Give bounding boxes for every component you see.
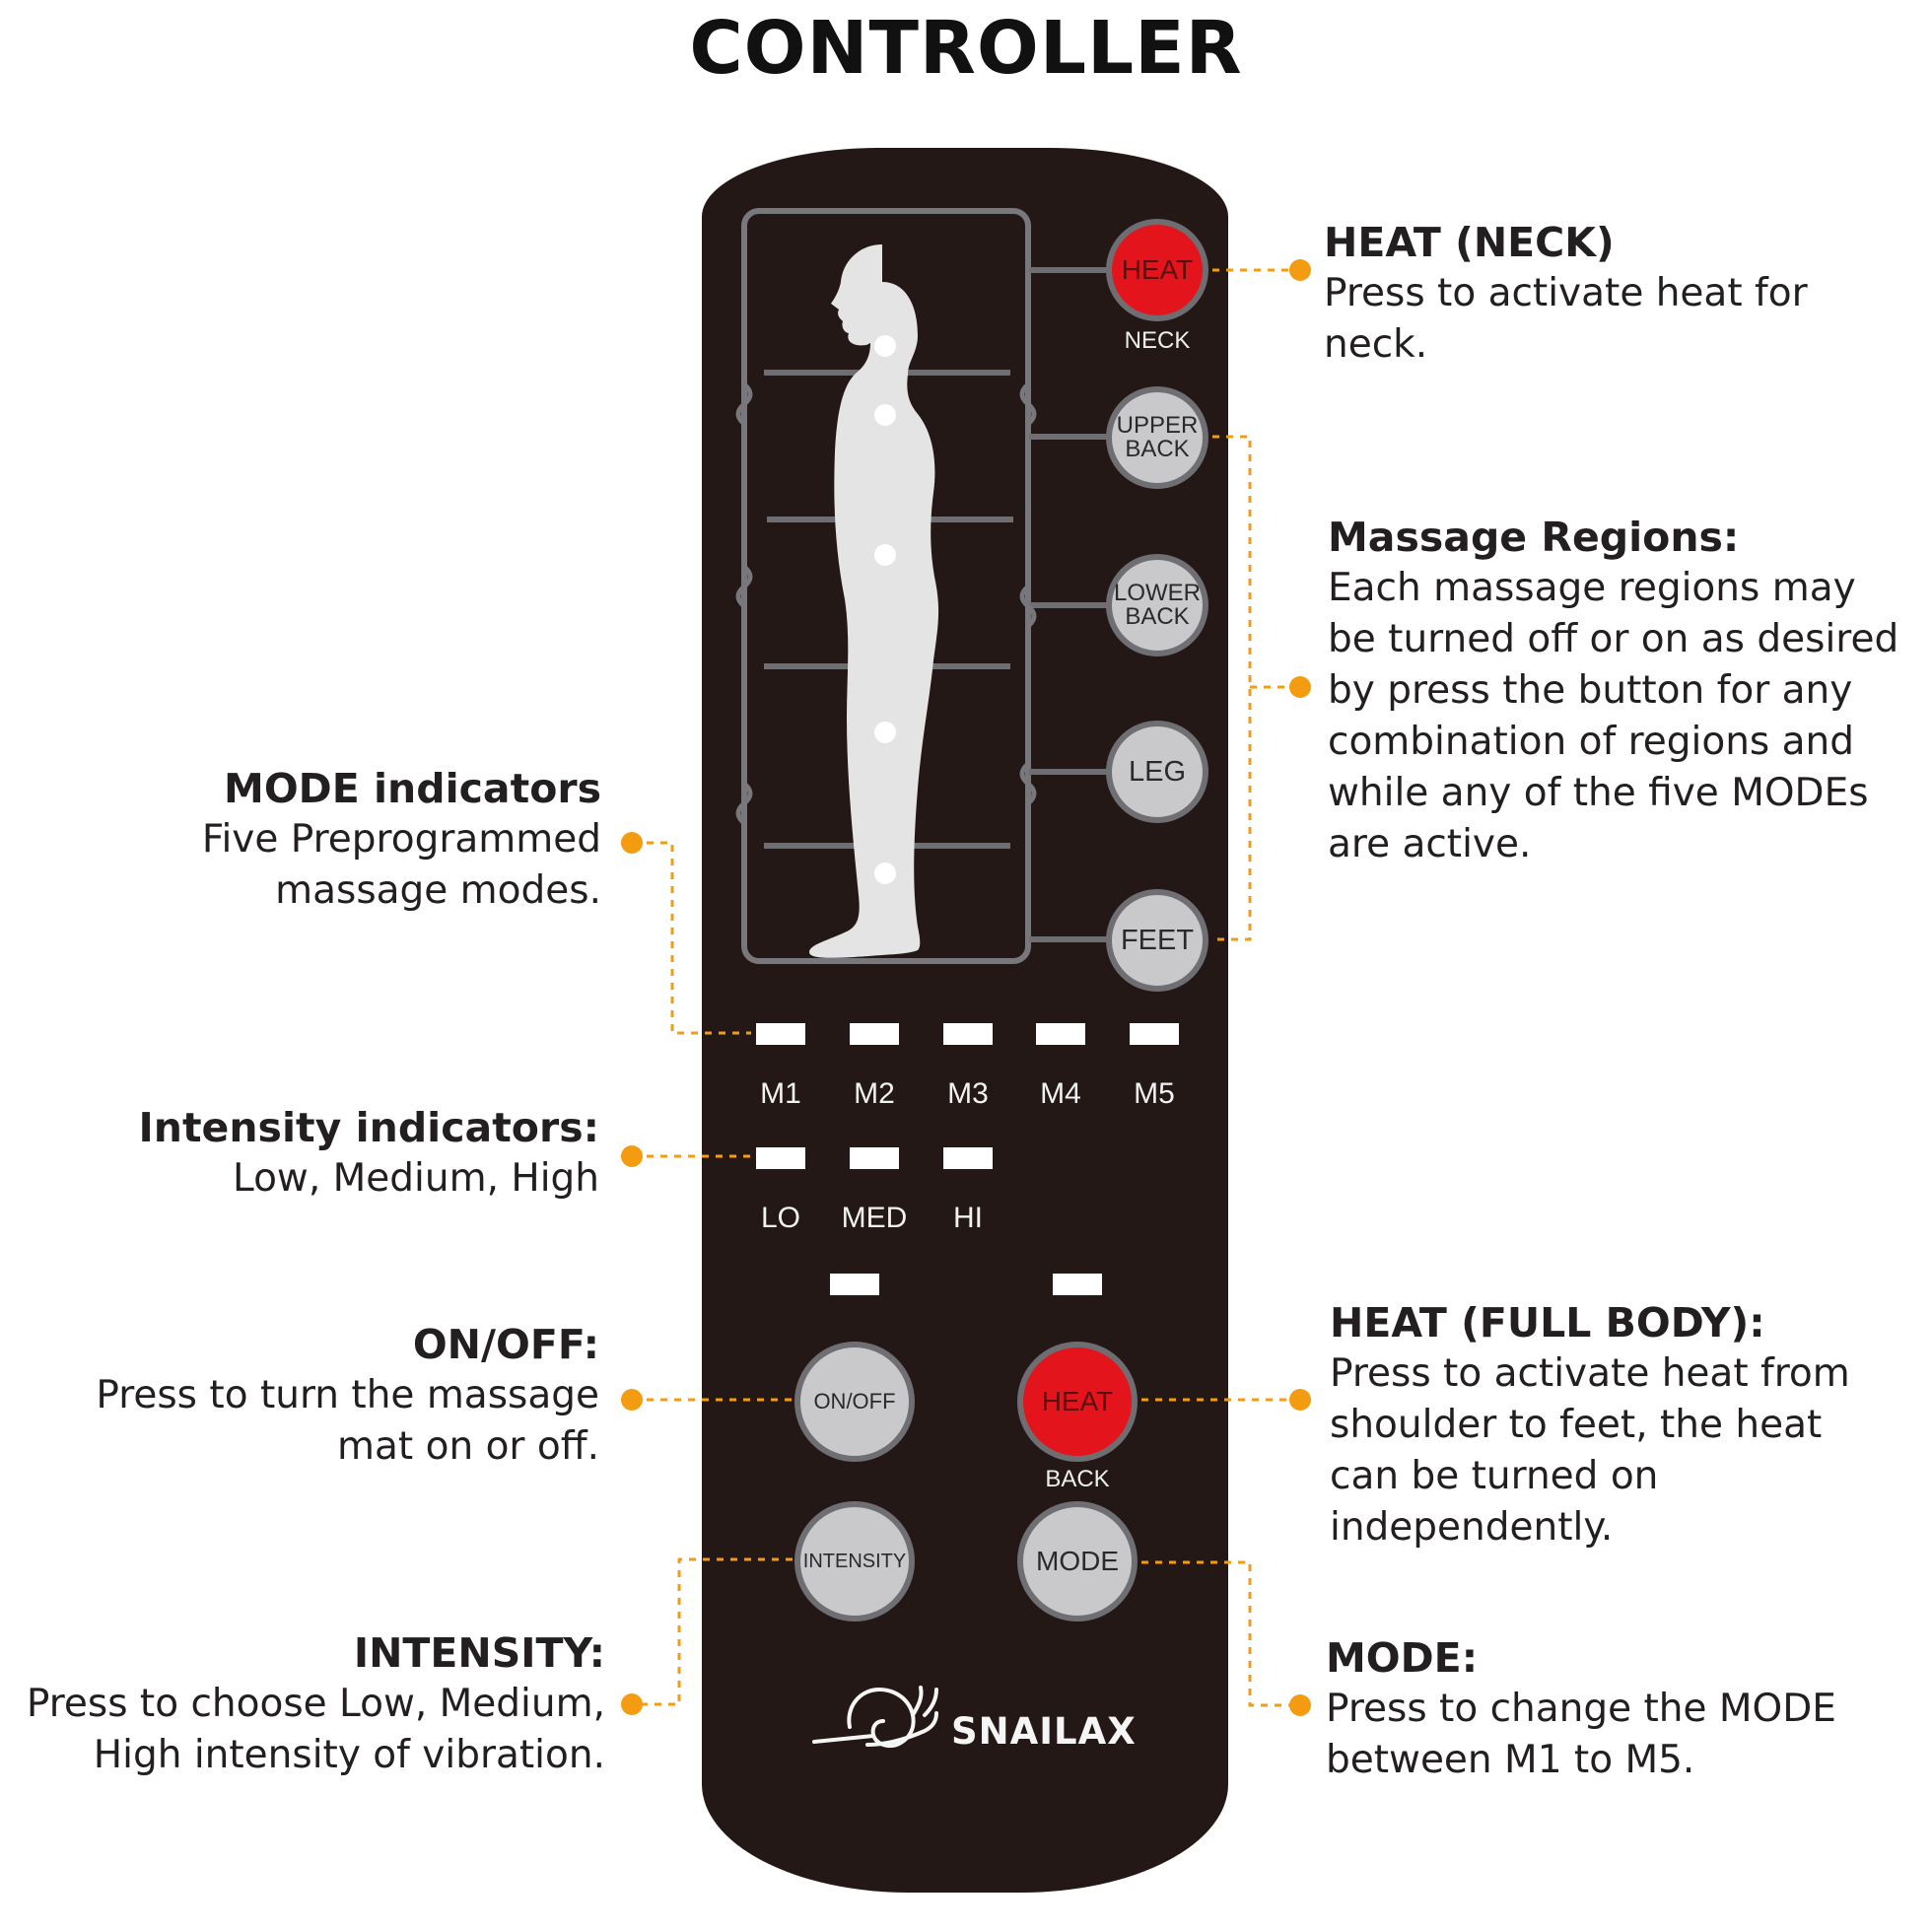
- human-silhouette-icon: [809, 244, 939, 958]
- annotation-heading: MODE indicators: [224, 765, 601, 812]
- mode-label-m4: M4: [1040, 1077, 1081, 1110]
- annotation-intensity-indicators: Intensity indicators: Low, Medium, High: [39, 1102, 600, 1205]
- callout-dot: [1289, 676, 1311, 698]
- intensity-label-lo: LO: [760, 1202, 801, 1234]
- annotation-on-off: ON/OFF: Press to turn the massage mat on…: [30, 1319, 599, 1473]
- upper-back-line2: BACK: [1125, 436, 1190, 462]
- intensity-label-hi: HI: [953, 1202, 983, 1234]
- on-off-button-label: ON/OFF: [813, 1389, 896, 1414]
- annotation-intensity: INTENSITY: Press to choose Low, Medium, …: [20, 1627, 605, 1781]
- annotation-mode: MODE: Press to change the MODE between M…: [1326, 1632, 1917, 1786]
- annotation-heading: Intensity indicators:: [138, 1104, 600, 1151]
- brand-name: SNAILAX: [951, 1710, 1137, 1753]
- annotation-heat-full-body: HEAT (FULL BODY): Press to activate heat…: [1330, 1297, 1921, 1553]
- callout-dot: [1289, 1694, 1311, 1716]
- intensity-indicator-light: [850, 1147, 899, 1169]
- feet-button[interactable]: FEET: [1106, 889, 1208, 992]
- mode-indicator-light: [943, 1023, 993, 1045]
- annotation-heat-neck: HEAT (NECK) Press to activate heat for n…: [1324, 217, 1915, 371]
- lower-back-button[interactable]: LOWER BACK: [1106, 554, 1208, 656]
- intensity-indicator-light: [943, 1147, 993, 1169]
- annotation-heading: HEAT (NECK): [1324, 219, 1615, 266]
- heat-back-indicator-light: [1053, 1274, 1102, 1295]
- callout-dot: [621, 1389, 643, 1411]
- callout-dot: [1289, 1389, 1311, 1411]
- annotation-line: Low, Medium, High: [233, 1156, 599, 1201]
- callout-dot: [621, 1693, 643, 1715]
- annotation-line: combination of regions and: [1328, 720, 1855, 764]
- heat-back-button[interactable]: HEAT: [1017, 1342, 1138, 1462]
- annotation-line: High intensity of vibration.: [93, 1733, 605, 1777]
- callout-dot: [1289, 259, 1311, 281]
- intensity-label-med: MED: [841, 1202, 908, 1234]
- annotation-line: can be turned on: [1330, 1454, 1659, 1498]
- feet-button-label: FEET: [1120, 924, 1195, 956]
- heat-back-sublabel: BACK: [1045, 1466, 1110, 1492]
- annotation-massage-regions: Massage Regions: Each massage regions ma…: [1328, 512, 1929, 870]
- annotation-line: Press to turn the massage: [96, 1373, 599, 1417]
- page-title: CONTROLLER: [689, 6, 1243, 91]
- annotation-line: are active.: [1328, 822, 1532, 866]
- annotation-mode-indicators: MODE indicators Five Preprogrammed massa…: [39, 763, 601, 917]
- leg-button[interactable]: LEG: [1106, 721, 1208, 823]
- annotation-line: be turned off or on as desired: [1328, 617, 1899, 661]
- mode-indicator-light: [1036, 1023, 1085, 1045]
- intensity-button[interactable]: INTENSITY: [794, 1501, 915, 1622]
- annotation-line: while any of the five MODEs: [1328, 771, 1869, 815]
- annotation-line: Press to change the MODE: [1326, 1687, 1836, 1731]
- upper-back-button[interactable]: UPPER BACK: [1106, 386, 1208, 489]
- heat-neck-button[interactable]: HEAT: [1106, 219, 1208, 321]
- mode-label-m5: M5: [1134, 1077, 1175, 1110]
- annotation-heading: Massage Regions:: [1328, 514, 1740, 561]
- annotation-line: shoulder to feet, the heat: [1330, 1403, 1823, 1447]
- leg-button-label: LEG: [1128, 755, 1187, 788]
- annotation-line: Five Preprogrammed: [201, 817, 601, 862]
- upper-back-line1: UPPER: [1116, 412, 1199, 439]
- mode-button[interactable]: MODE: [1017, 1501, 1138, 1622]
- mode-indicator-light: [756, 1023, 805, 1045]
- intensity-button-label: INTENSITY: [802, 1551, 907, 1572]
- annotation-heading: INTENSITY:: [353, 1629, 605, 1677]
- heat-back-button-label: HEAT: [1041, 1386, 1114, 1416]
- mode-button-label: MODE: [1036, 1546, 1119, 1576]
- intensity-indicator-light: [756, 1147, 805, 1169]
- annotation-heading: MODE:: [1326, 1634, 1479, 1682]
- annotation-line: neck.: [1324, 322, 1428, 367]
- on-off-button[interactable]: ON/OFF: [794, 1342, 915, 1462]
- annotation-heading: HEAT (FULL BODY):: [1330, 1299, 1765, 1346]
- annotation-line: independently.: [1330, 1505, 1614, 1550]
- heat-neck-button-label: HEAT: [1121, 254, 1194, 285]
- annotation-line: massage modes.: [275, 868, 601, 913]
- mode-indicator-light: [1130, 1023, 1179, 1045]
- mode-label-m2: M2: [854, 1077, 895, 1110]
- mode-indicator-light: [850, 1023, 899, 1045]
- lower-back-line1: LOWER: [1113, 580, 1201, 606]
- annotation-heading: ON/OFF:: [412, 1321, 599, 1368]
- annotation-line: Press to activate heat from: [1330, 1351, 1850, 1396]
- annotation-line: Press to activate heat for: [1324, 271, 1808, 315]
- lower-back-line2: BACK: [1125, 603, 1190, 630]
- power-indicator-light: [830, 1274, 879, 1295]
- annotation-line: between M1 to M5.: [1326, 1738, 1695, 1782]
- annotation-line: Each massage regions may: [1328, 566, 1856, 610]
- callout-dot: [621, 832, 643, 854]
- annotation-line: Press to choose Low, Medium,: [26, 1682, 605, 1726]
- mode-label-m1: M1: [760, 1077, 801, 1110]
- annotation-line: mat on or off.: [337, 1424, 599, 1469]
- annotation-line: by press the button for any: [1328, 668, 1853, 713]
- callout-dot: [621, 1145, 643, 1167]
- heat-neck-sublabel: NECK: [1124, 327, 1191, 354]
- mode-label-m3: M3: [947, 1077, 989, 1110]
